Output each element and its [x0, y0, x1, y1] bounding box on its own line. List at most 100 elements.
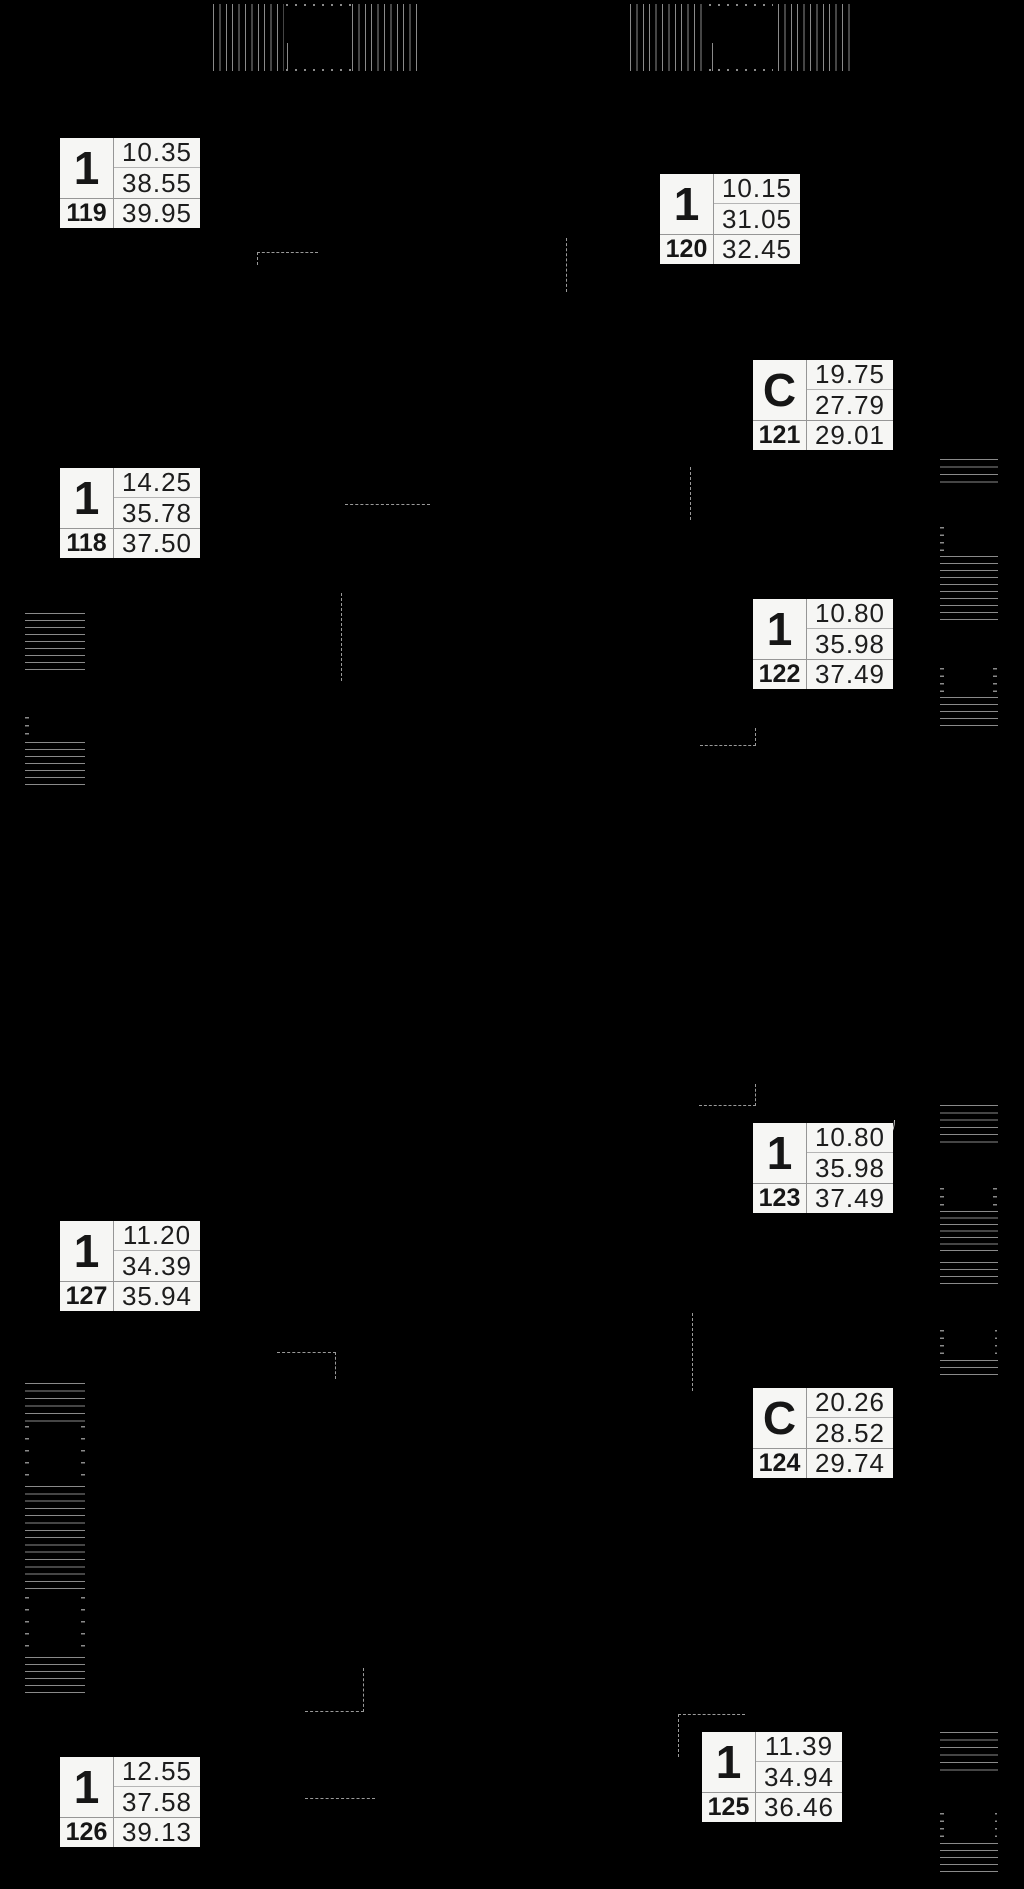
- unit-area-2: 34.94: [763, 1761, 835, 1792]
- unit-area-total: 39.13: [114, 1817, 200, 1847]
- unit-number: 125: [702, 1792, 756, 1822]
- unit-label-127[interactable]: 1 11.20 34.39 127 35.94: [60, 1220, 200, 1311]
- stair-hatch: [940, 1105, 998, 1149]
- unit-label-124[interactable]: C 20.26 28.52 124 29.74: [753, 1387, 893, 1478]
- stair-hatch: [940, 1732, 998, 1774]
- unit-area-total: 35.94: [114, 1281, 200, 1311]
- stair-hatch: [940, 1262, 998, 1289]
- unit-number: 123: [753, 1183, 807, 1213]
- unit-area-1: 20.26: [807, 1387, 893, 1418]
- unit-type: 1: [660, 174, 714, 234]
- balcony-divider: [712, 43, 713, 71]
- unit-area-2: 28.52: [814, 1417, 886, 1448]
- stair-dash-edge: [940, 1330, 944, 1355]
- stair-dash-edge: [25, 1597, 29, 1654]
- unit-area-1: 12.55: [114, 1756, 200, 1787]
- unit-label-126[interactable]: 1 12.55 37.58 126 39.13: [60, 1756, 200, 1847]
- stair-hatch: [25, 1657, 85, 1694]
- unit-label-123[interactable]: 1 10.80 35.98 123 37.49: [753, 1122, 893, 1213]
- stair-dash-edge: [81, 1426, 85, 1484]
- unit-number: 118: [60, 528, 114, 558]
- unit-label-118[interactable]: 1 14.25 35.78 118 37.50: [60, 467, 200, 558]
- stair-dash-edge: [995, 1330, 997, 1355]
- unit-area-2: 35.78: [121, 497, 193, 528]
- unit-area-1: 10.35: [114, 137, 200, 168]
- unit-area-2: 31.05: [721, 203, 793, 234]
- unit-type: C: [753, 1388, 807, 1448]
- balcony-hatch: [213, 4, 284, 71]
- balcony-dotted-edge: [709, 4, 773, 6]
- unit-type: 1: [753, 599, 807, 659]
- balcony-dotted-edge: [286, 4, 352, 6]
- dashed-outline: [700, 728, 756, 746]
- unit-area-1: 11.39: [756, 1731, 842, 1762]
- unit-type: 1: [753, 1123, 807, 1183]
- unit-number: 120: [660, 234, 714, 264]
- balcony-dotted-edge: [286, 69, 352, 71]
- unit-number: 126: [60, 1817, 114, 1847]
- unit-label-121[interactable]: C 19.75 27.79 121 29.01: [753, 359, 893, 450]
- balcony-dotted-edge: [709, 69, 773, 71]
- unit-type: C: [753, 360, 807, 420]
- unit-type: 1: [60, 1757, 114, 1817]
- balcony-divider: [287, 43, 288, 71]
- stair-hatch: [940, 1360, 998, 1379]
- dashed-outline: [277, 1352, 336, 1379]
- unit-area-2: 35.98: [814, 628, 886, 659]
- unit-area-total: 39.95: [114, 198, 200, 228]
- unit-number: 124: [753, 1448, 807, 1478]
- stair-hatch: [25, 1486, 85, 1595]
- stair-hatch: [940, 1211, 998, 1252]
- stair-dash-edge: [81, 1597, 85, 1654]
- unit-area-1: 10.80: [807, 1122, 893, 1153]
- dashed-outline: [678, 1714, 745, 1757]
- stair-dash-edge: [995, 1813, 997, 1840]
- stair-dash-edge: [940, 527, 944, 553]
- unit-area-1: 11.20: [114, 1220, 200, 1251]
- stair-dash-edge: [25, 1426, 29, 1484]
- unit-number: 119: [60, 198, 114, 228]
- unit-area-total: 32.45: [714, 234, 800, 264]
- unit-area-1: 10.80: [807, 598, 893, 629]
- stair-hatch: [25, 613, 85, 671]
- unit-label-122[interactable]: 1 10.80 35.98 122 37.49: [753, 598, 893, 689]
- unit-label-119[interactable]: 1 10.35 38.55 119 39.95: [60, 137, 200, 228]
- stair-hatch: [940, 697, 998, 729]
- unit-number: 121: [753, 420, 807, 450]
- dashed-outline: [305, 1668, 364, 1712]
- unit-area-total: 37.50: [114, 528, 200, 558]
- unit-area-total: 29.74: [807, 1448, 893, 1478]
- stair-hatch: [940, 556, 998, 625]
- unit-type: 1: [702, 1732, 756, 1792]
- stair-dash-edge: [25, 717, 29, 740]
- dashed-outline: [699, 1084, 756, 1106]
- dashed-outline: [566, 238, 567, 292]
- unit-area-2: 34.39: [121, 1250, 193, 1281]
- unit-area-1: 19.75: [807, 359, 893, 390]
- unit-number: 122: [753, 659, 807, 689]
- dashed-outline: [690, 467, 691, 520]
- dashed-outline: [341, 593, 342, 681]
- unit-type: 1: [60, 138, 114, 198]
- unit-label-125[interactable]: 1 11.39 34.94 125 36.46: [702, 1731, 842, 1822]
- stair-dash-edge: [940, 1813, 944, 1840]
- stair-hatch: [25, 742, 85, 790]
- unit-area-total: 37.49: [807, 1183, 893, 1213]
- unit-label-120[interactable]: 1 10.15 31.05 120 32.45: [660, 173, 800, 264]
- dashed-outline: [345, 504, 430, 505]
- unit-area-total: 37.49: [807, 659, 893, 689]
- unit-number: 127: [60, 1281, 114, 1311]
- balcony-hatch: [630, 4, 707, 71]
- dashed-outline: [692, 1313, 693, 1391]
- balcony-hatch: [778, 4, 855, 71]
- stair-dash-edge: [993, 1188, 997, 1208]
- stair-hatch: [940, 1843, 998, 1877]
- dashed-outline: [257, 252, 318, 265]
- unit-area-2: 38.55: [121, 167, 193, 198]
- unit-area-total: 29.01: [807, 420, 893, 450]
- stair-dash-edge: [940, 668, 944, 692]
- unit-area-1: 14.25: [114, 467, 200, 498]
- stair-hatch: [940, 459, 998, 485]
- balcony-hatch: [352, 4, 421, 71]
